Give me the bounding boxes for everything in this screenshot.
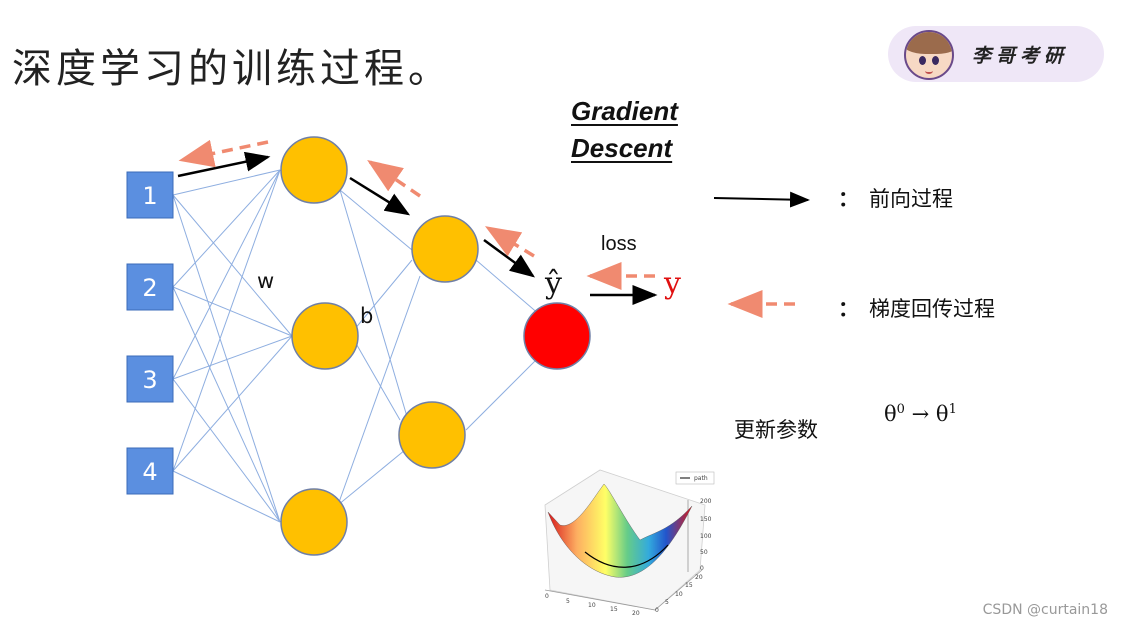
input-node-4: 4 — [126, 447, 174, 495]
legend-backward: ： 梯度回传过程 — [838, 293, 995, 323]
theta-from: θ — [884, 402, 897, 426]
legend-backward-label: 梯度回传过程 — [869, 297, 995, 321]
update-params-label: 更新参数 — [734, 418, 818, 442]
target-label: y — [663, 266, 681, 301]
input-label-3: 3 — [142, 366, 157, 394]
loss-label: loss — [601, 233, 637, 255]
x-tick-10: 10 — [588, 602, 596, 609]
hidden1-node-1 — [280, 136, 348, 204]
y-tick-5: 5 — [665, 599, 669, 606]
weight-label: w — [257, 269, 274, 293]
input-label-2: 2 — [142, 274, 157, 302]
z-tick-50: 50 — [700, 549, 708, 556]
hidden2-node-1 — [411, 215, 479, 283]
theta-to: θ — [935, 402, 949, 426]
backward-arrows — [178, 139, 655, 290]
input-node-3: 3 — [126, 355, 174, 403]
hidden1-node-2 — [291, 302, 359, 370]
legend-forward: ： 前向过程 — [838, 183, 953, 213]
legend-forward-colon: ： — [838, 187, 859, 211]
x-tick-0: 0 — [545, 593, 549, 600]
edges-input-hidden1 — [172, 169, 293, 523]
hidden1-node-3 — [280, 488, 348, 556]
theta-update: θ0 → θ1 — [884, 402, 957, 426]
badge-label: 李哥考研 — [972, 45, 1069, 67]
prediction-label: ŷ — [544, 266, 562, 301]
gradient-descent-line2: Descent — [571, 133, 673, 163]
input-node-1: 1 — [126, 171, 174, 219]
watermark: CSDN @curtain18 — [982, 602, 1108, 618]
legend-backward-colon: ： — [838, 297, 859, 321]
edges-hidden2-output — [465, 259, 541, 431]
page-title: 深度学习的训练过程。 — [12, 46, 452, 92]
gradient-descent-line1: Gradient — [571, 96, 678, 126]
input-label-4: 4 — [142, 458, 157, 486]
y-tick-20: 20 — [695, 574, 703, 581]
z-tick-200: 200 — [700, 498, 712, 505]
output-node — [523, 302, 591, 370]
theta-from-sup: 0 — [896, 402, 905, 417]
y-tick-0: 0 — [655, 607, 659, 614]
edges-hidden1-hidden2 — [337, 189, 421, 506]
input-node-2: 2 — [126, 263, 174, 311]
z-tick-100: 100 — [700, 533, 712, 540]
theta-arrow: → — [911, 402, 930, 426]
plot-legend: path — [694, 475, 708, 482]
hidden2-node-2 — [398, 401, 466, 469]
y-tick-10: 10 — [675, 591, 683, 598]
forward-arrows — [177, 151, 658, 305]
avatar — [904, 30, 954, 80]
legend-forward-arrow — [713, 191, 810, 208]
z-tick-150: 150 — [700, 516, 712, 523]
x-tick-20: 20 — [632, 610, 640, 617]
theta-to-sup: 1 — [948, 402, 957, 417]
loss-surface-plot: path 200 150 100 50 0 0 5 10 15 20 0 5 1… — [544, 469, 715, 617]
x-tick-15: 15 — [610, 606, 618, 613]
y-tick-15: 15 — [685, 582, 693, 589]
z-tick-0: 0 — [700, 565, 704, 572]
legend-forward-label: 前向过程 — [869, 187, 953, 211]
input-label-1: 1 — [142, 182, 157, 210]
x-tick-5: 5 — [566, 598, 570, 605]
bias-label: b — [360, 304, 373, 328]
author-badge: 李哥考研 — [888, 26, 1104, 82]
